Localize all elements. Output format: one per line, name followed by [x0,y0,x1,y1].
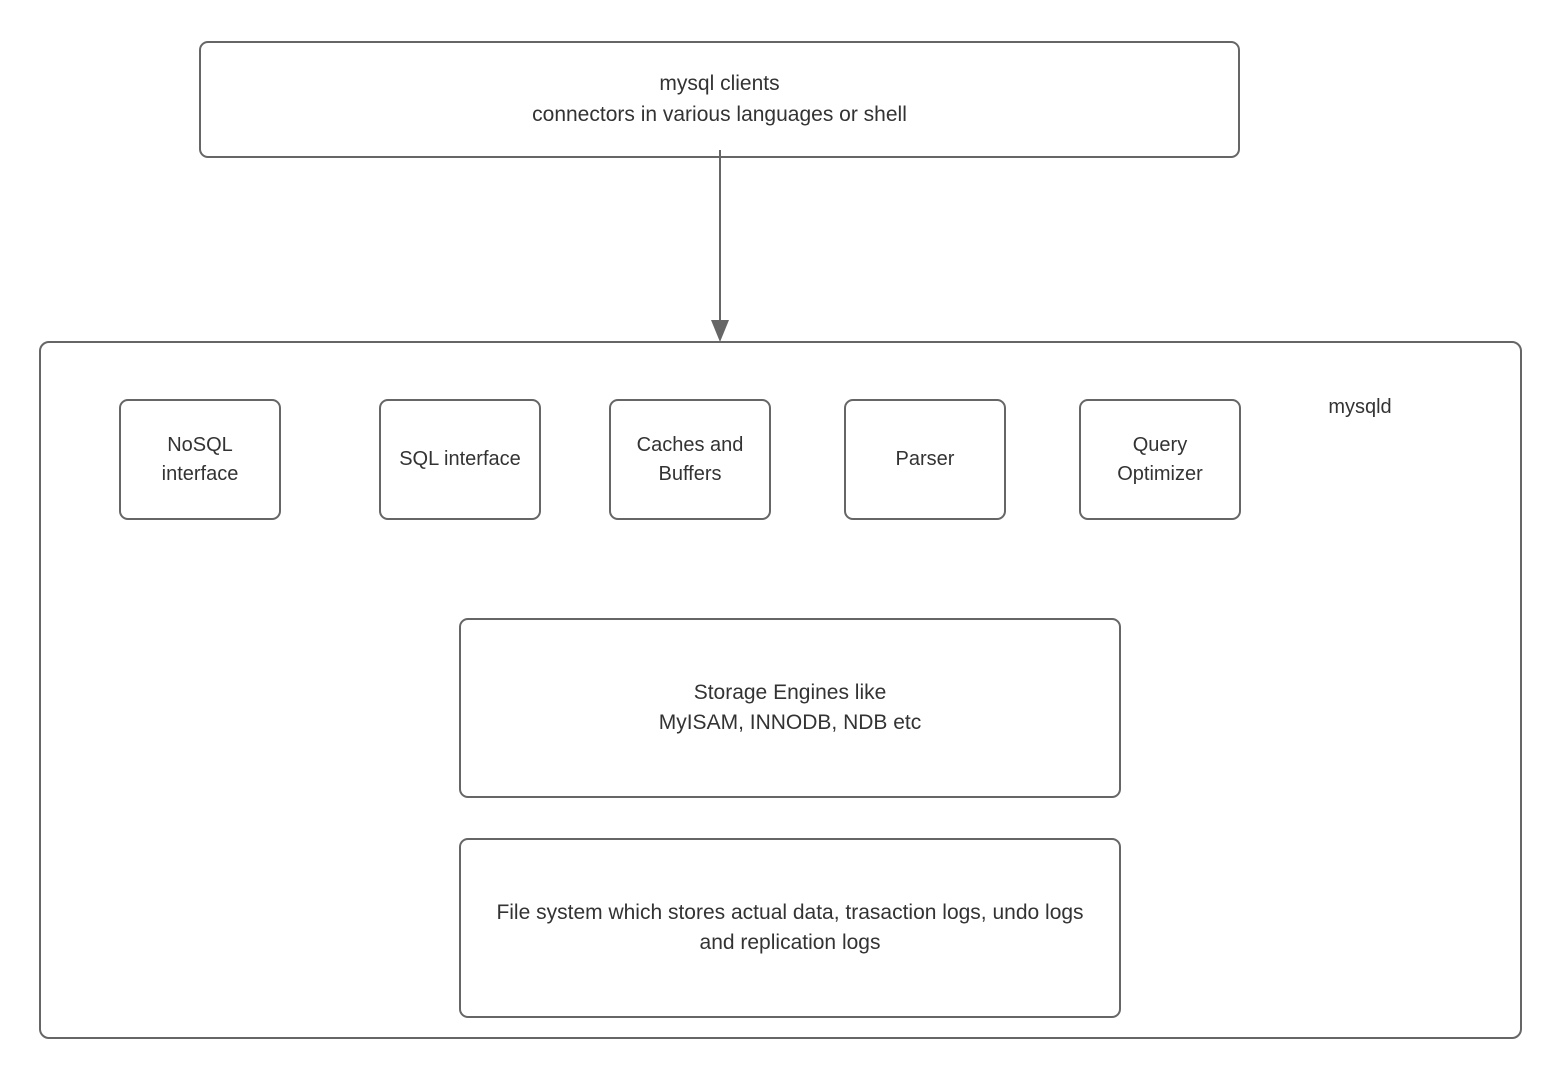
node-parser-label: Parser [895,448,955,470]
node-file-system-label: File system which stores actual data, tr… [496,900,1084,954]
node-storage-engines[interactable]: Storage Engines like MyISAM, INNODB, NDB… [459,618,1121,798]
node-parser[interactable]: Parser [844,399,1006,520]
node-query-optimizer-label: Query Optimizer [1117,433,1203,485]
node-nosql-interface[interactable]: NoSQL interface [119,399,281,520]
arrow-clients-to-mysqld-icon [711,150,729,342]
node-mysql-clients[interactable]: mysql clients connectors in various lang… [199,41,1240,158]
node-query-optimizer[interactable]: Query Optimizer [1079,399,1241,520]
mysqld-label: mysqld [1328,396,1392,418]
node-caches-and-buffers[interactable]: Caches and Buffers [609,399,771,520]
node-mysql-clients-label: mysql clients connectors in various lang… [532,72,907,126]
node-sql-interface[interactable]: SQL interface [379,399,541,520]
node-caches-and-buffers-label: Caches and Buffers [636,433,744,485]
node-storage-engines-label: Storage Engines like MyISAM, INNODB, NDB… [658,680,922,734]
node-nosql-interface-label: NoSQL interface [161,433,239,485]
node-sql-interface-label: SQL interface [399,448,521,470]
node-file-system[interactable]: File system which stores actual data, tr… [459,838,1121,1018]
